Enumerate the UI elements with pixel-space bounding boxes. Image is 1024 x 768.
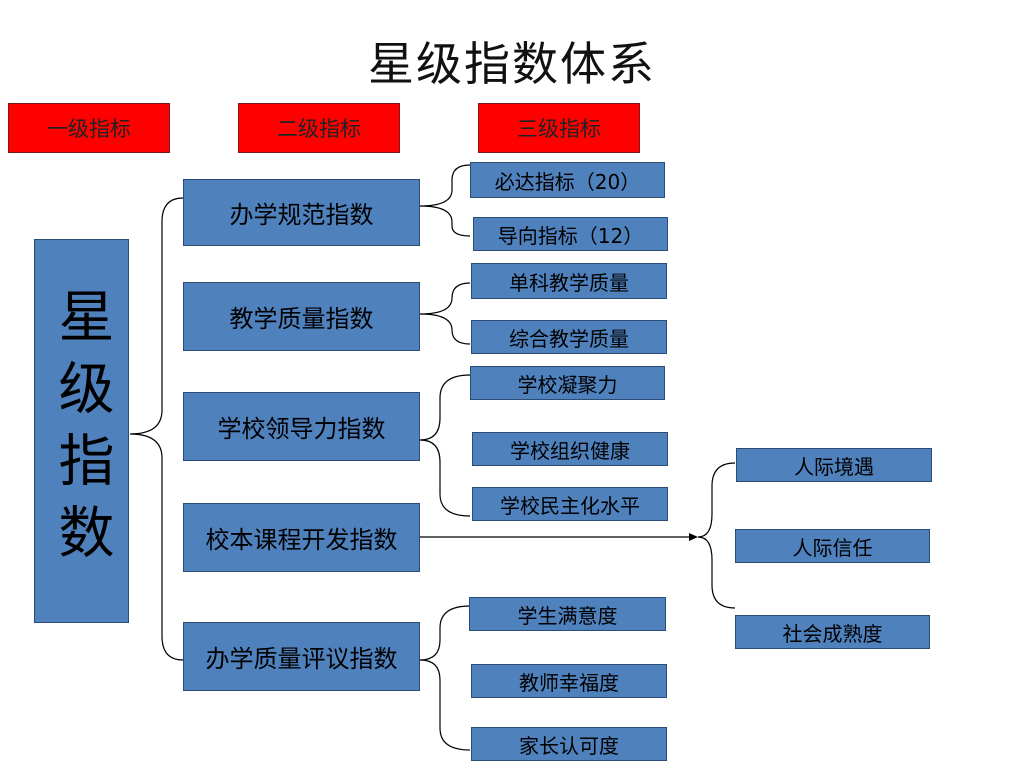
level3-ningjuli: 学校凝聚力 xyxy=(470,366,665,400)
brace-guifan xyxy=(419,164,471,237)
brace-zhiliang xyxy=(419,282,471,345)
level3-jiaoshi: 教师幸福度 xyxy=(471,664,667,698)
target-renji-xinren: 人际信任 xyxy=(735,529,930,563)
level2-pingyi: 办学质量评议指数 xyxy=(183,622,420,691)
level3-zonghe: 综合教学质量 xyxy=(471,320,667,354)
level2-guifan: 办学规范指数 xyxy=(183,179,420,246)
brace-pingyi xyxy=(419,605,471,751)
level3-daoxiang: 导向指标（12） xyxy=(473,217,668,251)
root-node: 星级指数 xyxy=(34,239,129,623)
level3-zuzhijiankang: 学校组织健康 xyxy=(472,432,668,466)
brace-kecheng xyxy=(697,462,736,609)
level3-xuesheng: 学生满意度 xyxy=(469,597,666,631)
level3-jiazhang: 家长认可度 xyxy=(471,727,667,761)
target-renji-jingyu: 人际境遇 xyxy=(736,448,932,482)
header-level3: 三级指标 xyxy=(478,103,640,153)
brace-lingdao xyxy=(419,374,471,517)
header-level1: 一级指标 xyxy=(8,103,170,153)
arrow-head xyxy=(689,533,698,541)
level3-bida: 必达指标（20） xyxy=(470,162,665,198)
root-brace xyxy=(129,197,184,661)
level3-danke: 单科教学质量 xyxy=(471,263,667,299)
level2-kecheng: 校本课程开发指数 xyxy=(183,503,420,572)
level2-lingdao: 学校领导力指数 xyxy=(183,392,420,461)
target-shehui-chengshu: 社会成熟度 xyxy=(735,615,930,649)
page-title: 星级指数体系 xyxy=(368,37,656,91)
header-level2: 二级指标 xyxy=(238,103,400,153)
level3-minzhuhua: 学校民主化水平 xyxy=(472,487,668,521)
level2-zhiliang: 教学质量指数 xyxy=(183,282,420,351)
